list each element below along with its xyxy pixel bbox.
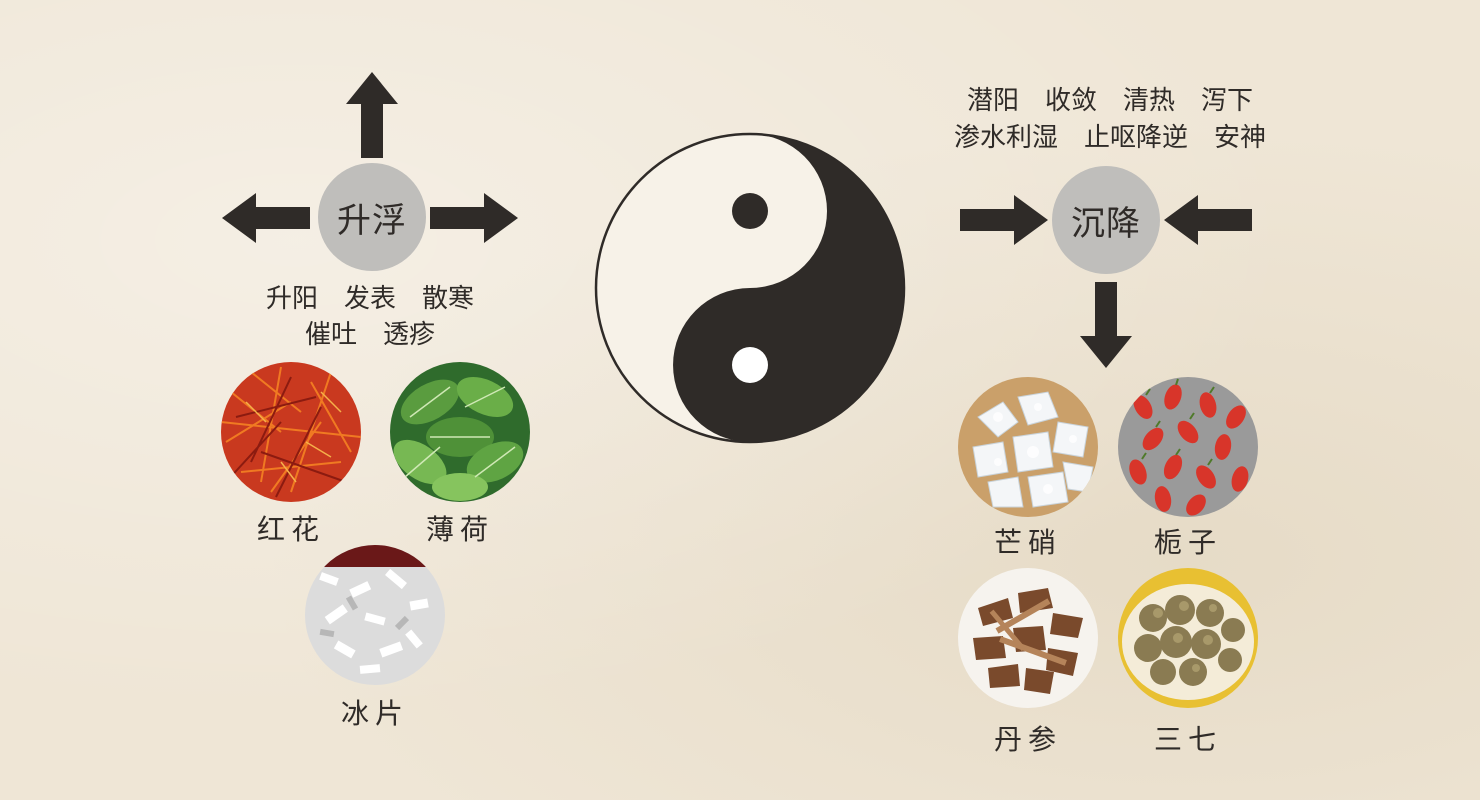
safflower-label: 红花 — [256, 513, 325, 546]
right-arrow-icon — [430, 193, 518, 243]
yin-yang-icon — [594, 132, 906, 444]
borneol-label: 冰片 — [340, 697, 409, 730]
descend-effects-line1: 潜阳 收敛 清热 泻下 — [966, 86, 1253, 116]
descend-effects-line2: 渗水利湿 止呕降逆 安神 — [953, 123, 1266, 153]
gardenia-label: 栀子 — [1153, 526, 1222, 559]
ascend-float-node: 升浮 — [318, 163, 426, 271]
sink-descend-node: 沉降 — [1052, 166, 1160, 274]
ascend-effects-line1: 升阳 发表 散寒 — [265, 284, 474, 314]
mint-label: 薄荷 — [425, 513, 494, 546]
up-arrow-icon — [346, 72, 398, 158]
mirabilite-label: 芒硝 — [993, 526, 1062, 559]
ascend-effects-line2: 催吐 透疹 — [304, 320, 435, 350]
left-arrow-icon — [222, 193, 310, 243]
mint-photo — [390, 362, 530, 502]
notoginseng-label: 三七 — [1153, 723, 1222, 756]
down-arrow-icon — [1080, 282, 1132, 368]
notoginseng-photo — [1118, 568, 1258, 708]
safflower-photo — [221, 362, 361, 502]
inward-right-arrow-icon — [960, 195, 1048, 245]
borneol-photo — [305, 545, 445, 685]
salvia-photo — [958, 568, 1098, 708]
gardenia-photo — [1118, 377, 1258, 517]
inward-left-arrow-icon — [1164, 195, 1252, 245]
mirabilite-photo — [958, 377, 1098, 517]
salvia-label: 丹参 — [993, 723, 1062, 756]
